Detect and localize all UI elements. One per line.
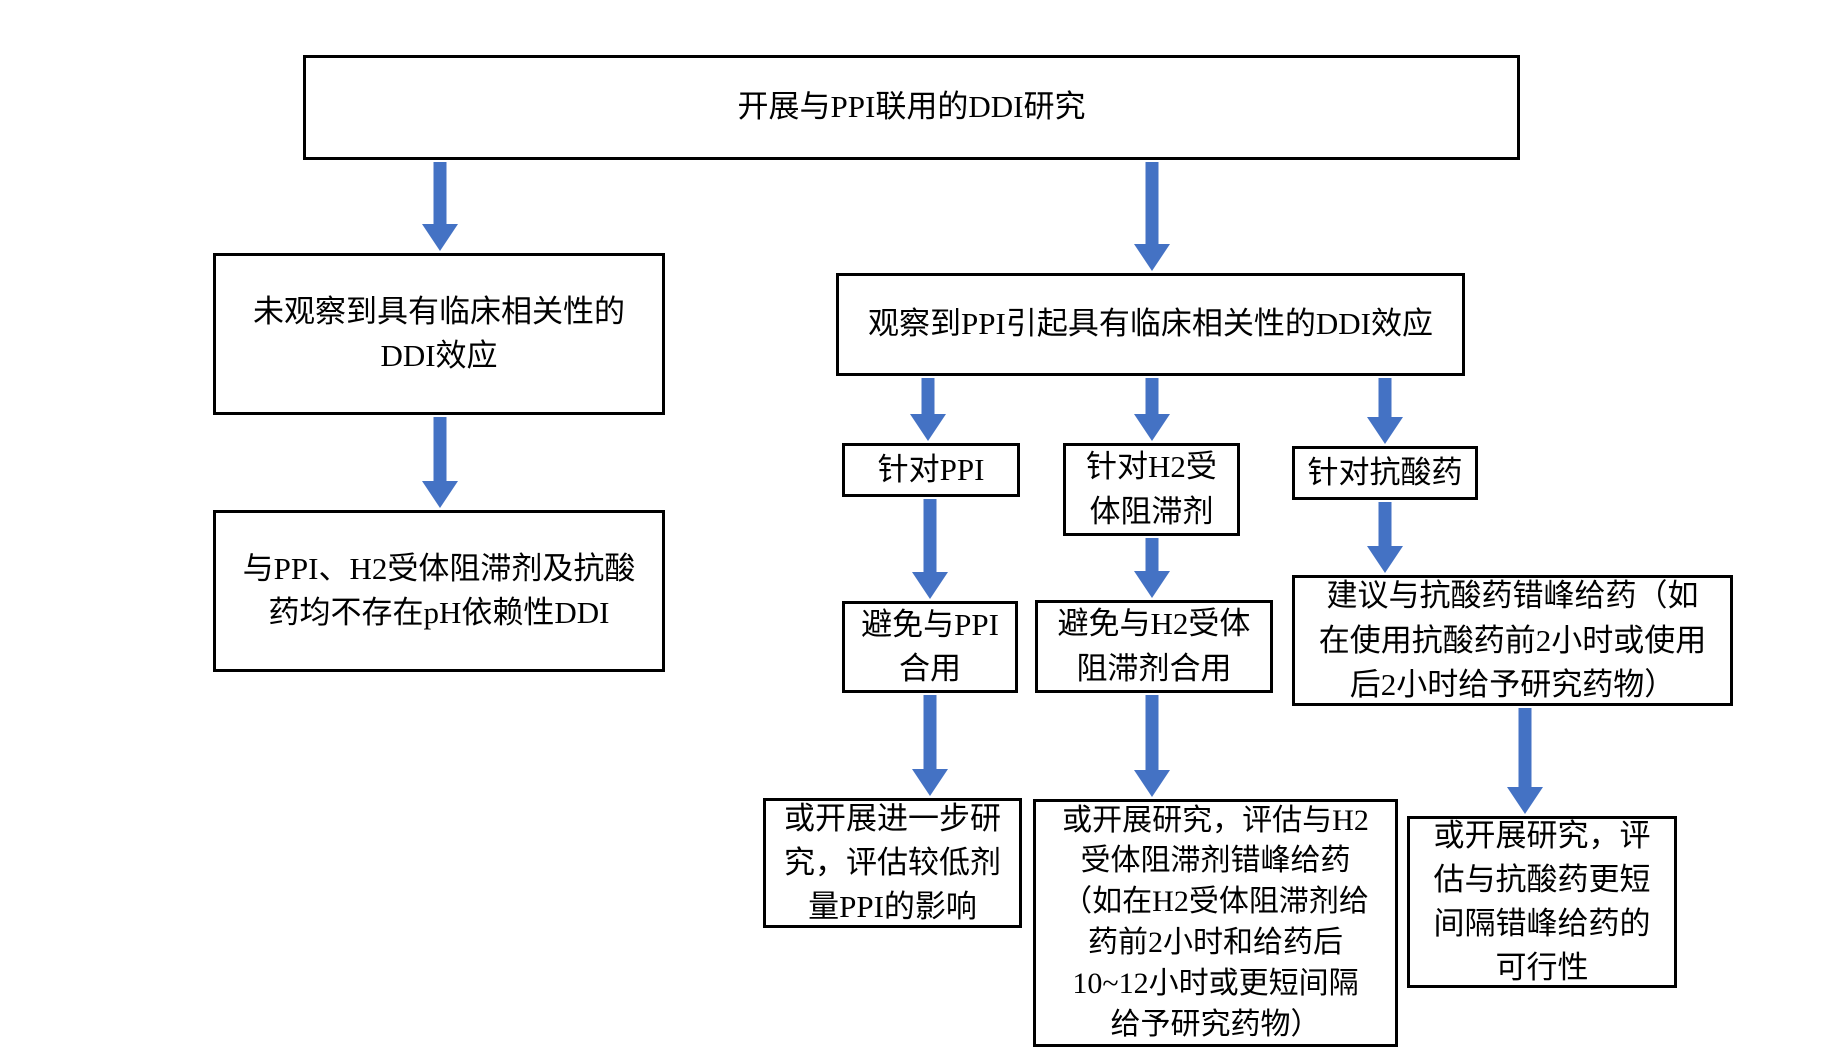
arrow-no-ddi-to-no-ph-ddi xyxy=(422,417,458,508)
arrow-stagger-to-antacid-study xyxy=(1507,708,1543,814)
arrow-head xyxy=(1367,546,1403,573)
arrow-head xyxy=(912,572,948,599)
arrow-shaft xyxy=(1145,378,1159,414)
arrow-shaft xyxy=(921,378,935,414)
node-ppi-further-study: 或开展进一步研 究，评估较低剂 量PPI的影响 xyxy=(763,798,1022,928)
node-observed-ddi-label: 观察到PPI引起具有临床相关性的DDI效应 xyxy=(868,306,1433,342)
arrow-shaft xyxy=(433,162,447,224)
arrow-shaft xyxy=(1145,162,1159,244)
arrow-head xyxy=(1134,770,1170,797)
node-avoid-h2: 避免与H2受体 阻滞剂合用 xyxy=(1035,600,1273,693)
node-for-ppi: 针对PPI xyxy=(842,443,1020,497)
node-h2-study: 或开展研究，评估与H2 受体阻滞剂错峰给药 （如在H2受体阻滞剂给 药前2小时和… xyxy=(1033,799,1398,1047)
node-no-ph-ddi-label: 与PPI、H2受体阻滞剂及抗酸 药均不存在pH依赖性DDI xyxy=(242,550,636,630)
arrow-head xyxy=(1134,244,1170,271)
node-antacid-stagger: 建议与抗酸药错峰给药（如 在使用抗酸药前2小时或使用 后2小时给予研究药物） xyxy=(1292,575,1733,706)
arrow-head xyxy=(910,414,946,441)
node-antacid-stagger-label: 建议与抗酸药错峰给药（如 在使用抗酸药前2小时或使用 后2小时给予研究药物） xyxy=(1318,578,1707,702)
arrow-observed-to-for-h2 xyxy=(1134,378,1170,441)
node-ppi-further-study-label: 或开展进一步研 究，评估较低剂 量PPI的影响 xyxy=(784,800,1001,925)
node-for-antacid: 针对抗酸药 xyxy=(1292,446,1478,500)
node-start-label: 开展与PPI联用的DDI研究 xyxy=(737,89,1086,125)
arrow-head xyxy=(422,224,458,251)
node-antacid-study-label: 或开展研究，评 估与抗酸药更短 间隔错峰给药的 可行性 xyxy=(1433,817,1651,986)
arrow-shaft xyxy=(433,417,447,481)
arrow-for-ppi-to-avoid-ppi xyxy=(912,499,948,599)
node-h2-study-label: 或开展研究，评估与H2 受体阻滞剂错峰给药 （如在H2受体阻滞剂给 药前2小时和… xyxy=(1062,803,1369,1041)
arrow-head xyxy=(1134,414,1170,441)
node-observed-ddi: 观察到PPI引起具有临床相关性的DDI效应 xyxy=(836,273,1465,376)
arrow-start-to-observed-ddi xyxy=(1134,162,1170,271)
arrow-observed-to-for-ppi xyxy=(910,378,946,441)
arrow-head xyxy=(422,481,458,508)
arrow-shaft xyxy=(923,499,937,572)
node-no-ph-ddi: 与PPI、H2受体阻滞剂及抗酸 药均不存在pH依赖性DDI xyxy=(213,510,665,672)
node-avoid-ppi-label: 避免与PPI 合用 xyxy=(861,606,999,686)
arrow-avoid-h2-to-h2-study xyxy=(1134,695,1170,797)
arrow-for-h2-to-avoid-h2 xyxy=(1134,538,1170,598)
node-for-h2-label: 针对H2受 体阻滞剂 xyxy=(1086,449,1217,529)
arrow-observed-to-for-antacid xyxy=(1367,378,1403,444)
arrow-shaft xyxy=(1378,378,1392,417)
node-antacid-study: 或开展研究，评 估与抗酸药更短 间隔错峰给药的 可行性 xyxy=(1407,816,1677,988)
arrow-head xyxy=(1134,571,1170,598)
node-for-ppi-label: 针对PPI xyxy=(877,451,985,487)
arrow-shaft xyxy=(1145,695,1159,770)
arrow-avoid-ppi-to-further-study xyxy=(912,695,948,796)
node-for-h2: 针对H2受 体阻滞剂 xyxy=(1063,443,1240,536)
arrow-head xyxy=(912,769,948,796)
arrow-head xyxy=(1367,417,1403,444)
arrow-shaft xyxy=(1518,708,1532,787)
arrow-head xyxy=(1507,787,1543,814)
arrow-shaft xyxy=(1378,502,1392,546)
arrow-shaft xyxy=(923,695,937,769)
arrow-start-to-no-ddi xyxy=(422,162,458,251)
arrow-for-antacid-to-stagger xyxy=(1367,502,1403,573)
arrow-shaft xyxy=(1145,538,1159,571)
node-start: 开展与PPI联用的DDI研究 xyxy=(303,55,1520,160)
node-avoid-h2-label: 避免与H2受体 阻滞剂合用 xyxy=(1057,606,1251,686)
node-no-ddi: 未观察到具有临床相关性的 DDI效应 xyxy=(213,253,665,415)
node-no-ddi-label: 未观察到具有临床相关性的 DDI效应 xyxy=(253,293,625,373)
node-avoid-ppi: 避免与PPI 合用 xyxy=(842,601,1018,693)
node-for-antacid-label: 针对抗酸药 xyxy=(1307,454,1463,490)
